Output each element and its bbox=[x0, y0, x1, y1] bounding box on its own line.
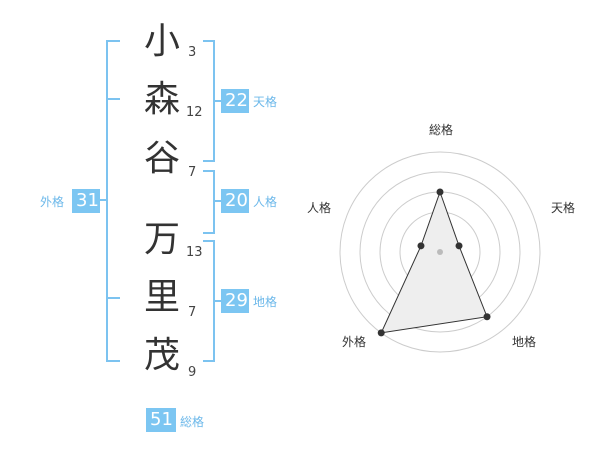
gaikaku-bracket bbox=[106, 40, 120, 362]
gaikaku-bracket-tick-top bbox=[106, 98, 120, 100]
soukaku-value-badge: 51 bbox=[146, 408, 176, 432]
stroke-count-2: 12 bbox=[186, 105, 203, 120]
radar-axis-label-tenkaku: 天格 bbox=[551, 200, 575, 215]
tenkaku-label: 天格 bbox=[253, 95, 278, 109]
name-char-5: 里 bbox=[143, 277, 180, 318]
stroke-count-5: 7 bbox=[188, 305, 197, 320]
soukaku-label: 総格 bbox=[180, 415, 205, 429]
radar-point bbox=[483, 313, 491, 321]
name-char-3: 谷 bbox=[143, 138, 180, 179]
radar-point bbox=[455, 242, 463, 250]
radar-shape bbox=[380, 190, 488, 334]
gaikaku-bracket-tick-bottom bbox=[106, 297, 120, 299]
radar-grid-ring bbox=[359, 171, 521, 333]
name-char-2: 森 bbox=[143, 79, 180, 120]
radar-points bbox=[377, 188, 491, 337]
radar-point bbox=[377, 329, 385, 337]
name-char-4: 万 bbox=[143, 219, 180, 260]
jinkaku-connector bbox=[213, 200, 221, 202]
radar-point bbox=[436, 188, 444, 196]
tenkaku-value-badge: 22 bbox=[221, 89, 249, 113]
jinkaku-bracket bbox=[203, 170, 215, 234]
radar-point bbox=[417, 242, 425, 250]
jinkaku-value-badge: 20 bbox=[221, 189, 249, 213]
chikaku-connector bbox=[213, 300, 221, 302]
gaikaku-label: 外格 bbox=[40, 195, 65, 209]
stroke-count-3: 7 bbox=[188, 165, 197, 180]
gaikaku-value-badge: 31 bbox=[72, 189, 100, 213]
radar-axis-label-chikaku: 地格 bbox=[512, 334, 536, 349]
radar-axis-label-soukaku: 総格 bbox=[429, 122, 453, 137]
jinkaku-label: 人格 bbox=[253, 195, 278, 209]
gaikaku-connector bbox=[99, 199, 107, 201]
chikaku-value-badge: 29 bbox=[221, 289, 249, 313]
stroke-count-6: 9 bbox=[188, 365, 197, 380]
chikaku-label: 地格 bbox=[253, 295, 278, 309]
tenkaku-connector bbox=[213, 100, 221, 102]
name-char-6: 茂 bbox=[143, 335, 180, 376]
radar-center-dot bbox=[437, 249, 443, 255]
stroke-count-1: 3 bbox=[188, 45, 197, 60]
radar-axis-label-jinkaku: 人格 bbox=[307, 200, 331, 215]
radar-grid-ring bbox=[339, 151, 541, 353]
stroke-count-4: 13 bbox=[186, 245, 203, 260]
radar-axis-label-gaikaku: 外格 bbox=[342, 334, 366, 349]
name-char-1: 小 bbox=[143, 21, 180, 62]
